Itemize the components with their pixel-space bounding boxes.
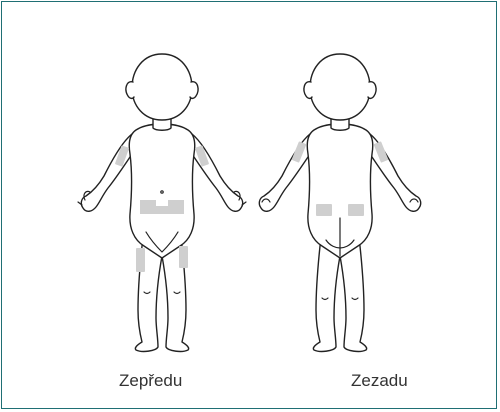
injection-site-right-buttock xyxy=(348,204,364,216)
injection-site-left-thigh xyxy=(136,248,145,272)
front-view-label: Zepředu xyxy=(119,371,182,391)
injection-site-left-buttock xyxy=(316,204,332,216)
back-view-label: Zezadu xyxy=(351,371,408,391)
injection-site-right-thigh xyxy=(179,246,188,268)
child-body-back-icon xyxy=(230,42,450,362)
